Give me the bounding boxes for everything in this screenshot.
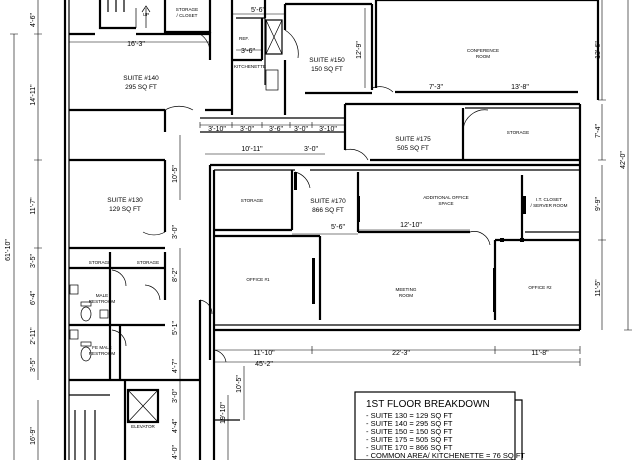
dim-4-6: 4'-6" xyxy=(30,13,37,27)
legend-item-suite-170: - SUITE 170 = 866 SQ FT xyxy=(366,443,453,452)
label-elevator: ELEVATOR xyxy=(131,424,155,429)
dim-6-4: 6'-4" xyxy=(30,291,37,305)
label-suite-130: SUITE #130 xyxy=(107,197,143,204)
dim-3-0-e: 3'-0" xyxy=(172,389,179,403)
label-female: FE MALE xyxy=(92,345,112,350)
dim-16-9: 16'-9" xyxy=(30,427,37,445)
dim-19-10: 19'-10" xyxy=(220,402,227,424)
dim-10-5: 10'-5" xyxy=(172,165,179,183)
walls xyxy=(63,0,600,460)
dim-3-0-c: 3'-0" xyxy=(304,146,318,153)
label-suite-130-area: 129 SQ FT xyxy=(109,206,141,213)
label-suite-175: SUITE #175 xyxy=(395,136,431,143)
label-storage-closet-1: STORAGE xyxy=(176,7,198,12)
dim-4-0: 4'-0" xyxy=(172,445,179,459)
dim-8-2: 8'-2" xyxy=(172,268,179,282)
legend-item-suite-140: - SUITE 140 = 295 SQ FT xyxy=(366,419,453,428)
dim-4-7: 4'-7" xyxy=(172,359,179,373)
dim-13-8: 13'-8" xyxy=(511,84,529,91)
dim-12-9: 12'-9" xyxy=(356,41,363,59)
dim-3-0-a: 3'-0" xyxy=(240,126,254,133)
dim-5-1: 5'-1" xyxy=(172,321,179,335)
label-additional-office-space: SPACE xyxy=(438,201,453,206)
label-suite-150-area: 150 SQ FT xyxy=(311,66,343,73)
dim-13-6: 13'-6" xyxy=(595,41,602,59)
dim-14-11: 14'-11" xyxy=(30,84,37,106)
dim-11-8: 11'-8" xyxy=(531,350,549,357)
elevator-shaft xyxy=(126,388,160,424)
dim-10-5-b: 10'-5" xyxy=(236,375,243,393)
dim-7-4: 7'-4" xyxy=(595,124,602,138)
dim-11-5: 11'-5" xyxy=(595,279,602,297)
label-office-2: OFFICE #2 xyxy=(528,285,552,290)
label-storage-b: STORAGE xyxy=(137,260,159,265)
legend-item-suite-130: - SUITE 130 = 129 SQ FT xyxy=(366,411,453,420)
dim-16-3: 16'-3" xyxy=(127,41,145,48)
dim-3-10-a: 3'-10" xyxy=(208,126,226,133)
label-meeting-room: ROOM xyxy=(399,293,413,298)
label-suite-170: SUITE #170 xyxy=(310,198,346,205)
dimension-lines xyxy=(10,0,632,460)
dim-3-0-b: 3'-0" xyxy=(294,126,308,133)
dim-4-4: 4'-4" xyxy=(172,419,179,433)
dim-45-2: 45'-2" xyxy=(255,361,273,368)
dim-3-5: 3'-5" xyxy=(30,254,37,268)
label-conference-room: ROOM xyxy=(476,54,490,59)
dim-5-6-b: 5'-6" xyxy=(331,224,345,231)
dimension-labels: 5'-6" 16'-3" 3'-6" 12'-9" 7'-3" 13'-8" 1… xyxy=(5,7,627,459)
dim-3-6-b: 3'-6" xyxy=(269,126,283,133)
dim-11-10: 11'-10" xyxy=(253,350,275,357)
doors xyxy=(111,8,491,363)
label-meeting: MEETING xyxy=(396,287,417,292)
dim-7-3: 7'-3" xyxy=(429,84,443,91)
label-stair-up: UP xyxy=(143,12,149,17)
label-storage-a: STORAGE xyxy=(89,260,111,265)
label-suite-140-area: 295 SQ FT xyxy=(125,84,157,91)
dim-11-7: 11'-7" xyxy=(30,197,37,215)
dim-3-5-b: 3'-5" xyxy=(30,358,37,372)
label-storage-170: STORAGE xyxy=(241,198,263,203)
label-suite-150: SUITE #150 xyxy=(309,57,345,64)
label-office-1: OFFICE #1 xyxy=(246,277,270,282)
dim-42-0: 42'-0" xyxy=(620,151,627,169)
label-it-closet: I.T. CLOSET xyxy=(536,197,562,202)
stair-up-arrow xyxy=(141,5,151,28)
label-server-room: / SERVER ROOM xyxy=(531,203,568,208)
dim-5-6: 5'-6" xyxy=(251,7,265,14)
label-storage-closet-2: / CLOSET xyxy=(177,13,198,18)
dim-3-10-b: 3'-10" xyxy=(319,126,337,133)
label-storage-175: STORAGE xyxy=(507,130,529,135)
label-ref: REF. xyxy=(239,36,249,41)
legend-item-suite-175: - SUITE 175 = 505 SQ FT xyxy=(366,435,453,444)
label-kitchenette: KITCHENETTE xyxy=(234,64,266,69)
room-labels: STORAGE / CLOSET UP REF. KITCHENETTE SUI… xyxy=(89,7,568,429)
dim-2-11: 2'-11" xyxy=(30,327,37,345)
dim-10-11: 10'-11" xyxy=(241,146,263,153)
floor-breakdown-legend: 1ST FLOOR BREAKDOWN - SUITE 130 = 129 SQ… xyxy=(354,391,525,460)
legend-item-suite-150: - SUITE 150 = 150 SQ FT xyxy=(366,427,453,436)
label-suite-170-area: 866 SQ FT xyxy=(312,207,344,214)
kitchenette-cabinet xyxy=(265,19,283,91)
label-additional-office: ADDITIONAL OFFICE xyxy=(423,195,469,200)
label-conference: CONFERENCE xyxy=(467,48,499,53)
label-male-restroom: RESTROOM xyxy=(89,299,116,304)
label-male: MALE xyxy=(96,293,109,298)
label-female-restroom: RESTROOM xyxy=(89,351,116,356)
dim-3-6-ref: 3'-6" xyxy=(241,48,255,55)
legend-item-common-area: - COMMON AREA/ KITCHENETTE = 76 SQ FT xyxy=(366,451,525,460)
dim-12-10: 12'-10" xyxy=(400,222,422,229)
dim-61-10: 61'-10" xyxy=(5,239,12,261)
dim-9-9: 9'-9" xyxy=(595,197,602,211)
dim-3-0-d: 3'-0" xyxy=(172,225,179,239)
dim-22-3: 22'-3" xyxy=(392,350,410,357)
restroom-fixtures xyxy=(69,284,109,362)
label-suite-175-area: 505 SQ FT xyxy=(397,145,429,152)
legend-title: 1ST FLOOR BREAKDOWN xyxy=(366,399,490,410)
label-suite-140: SUITE #140 xyxy=(123,75,159,82)
sliding-doors xyxy=(294,172,526,312)
